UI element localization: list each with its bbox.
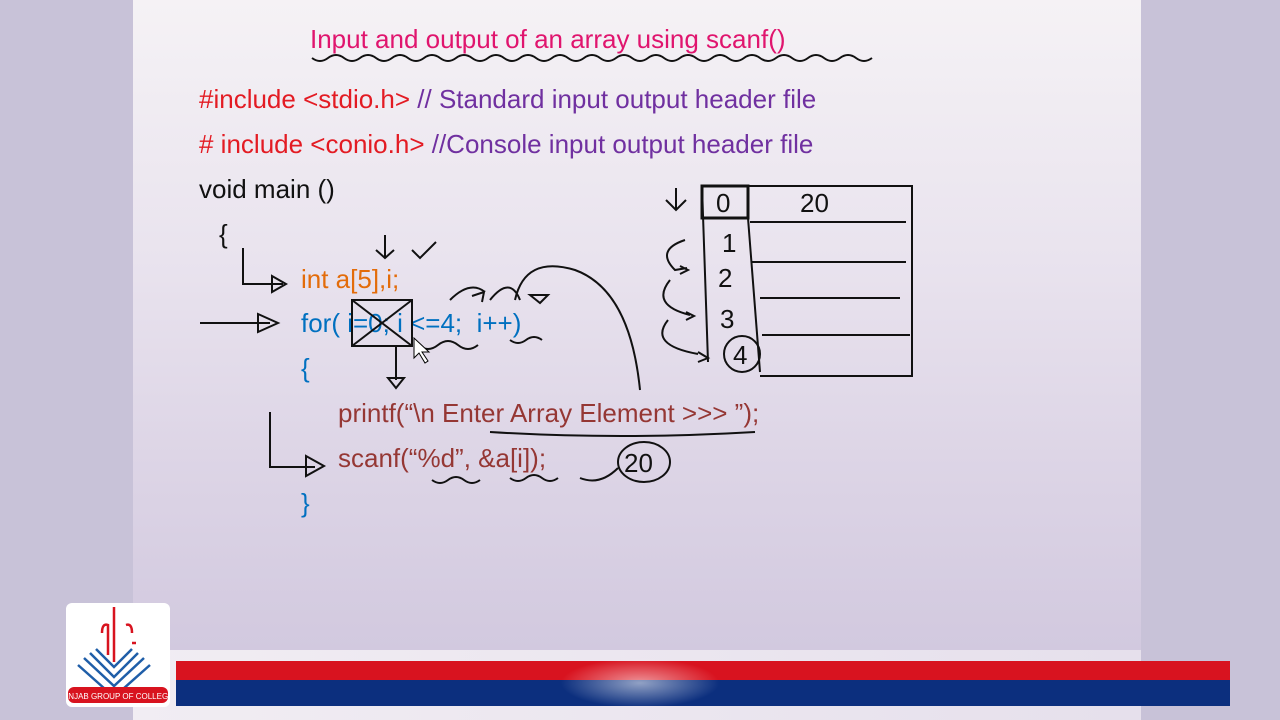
arrow-down: [385, 346, 407, 390]
array-index: 2: [718, 263, 732, 293]
arrow-to-decl: [242, 248, 289, 294]
array-index: 3: [720, 304, 734, 334]
comment-conio: //Console input output header file: [424, 129, 814, 159]
for-loop: for( i=0; i <=4; i++): [301, 308, 522, 338]
array-index: 0: [716, 188, 730, 218]
include-conio: # include <conio.h>: [199, 129, 425, 159]
void-main: void main (): [199, 174, 335, 204]
loop-open-brace: {: [301, 353, 310, 383]
footer-glow: [560, 658, 720, 708]
include-conio-line: # include <conio.h> //Console input outp…: [199, 129, 813, 160]
logo-emblem-icon: PUNJAB GROUP OF COLLEGES: [57, 607, 179, 703]
array-index: 4: [733, 340, 747, 370]
loop-close-brace: }: [301, 488, 310, 518]
index-arrow: [665, 188, 687, 212]
include-stdio-line: #include <stdio.h> // Standard input out…: [199, 84, 816, 115]
main-open-brace: {: [219, 219, 228, 249]
array-index: 1: [722, 228, 736, 258]
arrow-to-scanf: [269, 412, 327, 478]
iteration-arrows: [661, 239, 711, 363]
comment-stdio: // Standard input output header file: [410, 84, 817, 114]
array-value: 20: [800, 188, 829, 218]
title-underline: [311, 54, 873, 62]
input-value: 20: [624, 448, 653, 478]
college-logo: PUNJAB GROUP OF COLLEGES: [57, 603, 179, 707]
array-cells: [701, 185, 913, 377]
increment-arrows: [449, 265, 641, 391]
arrow-to-for: [200, 312, 281, 334]
loop-underline: [417, 336, 543, 350]
slide-title: Input and output of an array using scanf…: [310, 24, 786, 54]
printf-statement: printf(“\n Enter Array Element >>> ”);: [338, 398, 760, 428]
scanf-underline: [431, 467, 619, 484]
mouse-cursor-icon: [413, 336, 431, 364]
printf-underline: [489, 431, 756, 437]
slide: [133, 0, 1141, 650]
f-check: [375, 235, 437, 260]
init-cross: [351, 299, 413, 347]
array-declaration: int a[5],i;: [301, 264, 400, 294]
input-circle: [617, 441, 671, 483]
index-4-circle: [723, 335, 761, 373]
include-stdio: #include <stdio.h>: [199, 84, 411, 114]
logo-text: PUNJAB GROUP OF COLLEGES: [66, 692, 170, 701]
scanf-statement: scanf(“%d”, &a[i]);: [338, 443, 547, 473]
init-box: [351, 299, 413, 347]
